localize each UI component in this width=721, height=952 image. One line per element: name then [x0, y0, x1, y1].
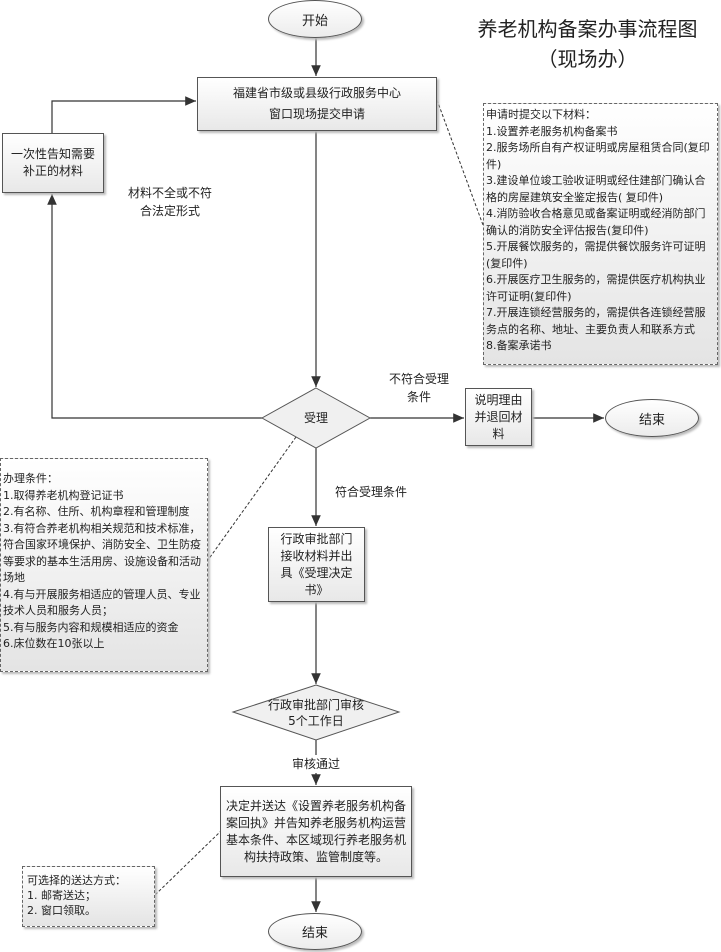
list-item: 4.消防验收合格意见或备案证明或经消防部门确认的消防安全评估报告(复印件)	[486, 207, 706, 237]
callout-materials	[436, 99, 484, 226]
list-item: 5.有与服务内容和规模相适应的资金	[3, 620, 179, 634]
delivery-heading: 可选择的送达方式：	[27, 874, 126, 887]
decision-box: 决定并送达《设置养老服务机构备案回执》并告知养老服务机构运营基本条件、本区域现行…	[220, 786, 412, 877]
conditions-heading: 办理条件：	[3, 472, 58, 485]
start-node: 开始	[268, 0, 362, 38]
conditions-note: 办理条件： 1.取得养老机构登记证书 2.有名称、住所、机构章程和管理制度 3.有符…	[0, 458, 208, 672]
incomplete-label: 材料不全或不符合法定形式	[127, 186, 212, 218]
delivery-item: 2. 窗口领取。	[27, 904, 96, 917]
list-item: 1.取得养老机构登记证书	[3, 488, 124, 502]
list-item: 6.床位数在10张以上	[3, 637, 105, 650]
end-node-1: 结束	[605, 399, 699, 437]
reject-label: 不符合受理条件	[388, 372, 449, 404]
correction-box: 一次性告知需要补正的材料	[2, 133, 104, 193]
list-item: 2.有名称、住所、机构章程和管理制度	[3, 505, 190, 518]
list-item: 5.开展餐饮服务的，需提供餐饮服务许可证明(复印件)	[486, 240, 706, 270]
list-item: 7.开展连锁经营服务的，需提供各连锁经营服务点的名称、地址、主要负责人和联系方式	[486, 306, 706, 336]
list-item: 6.开展医疗卫生服务的，需提供医疗机构执业许可证明(复印件)	[486, 273, 706, 303]
review-line1: 行政审批部门审核	[267, 697, 364, 712]
title-line1: 养老机构备案办事流程图	[477, 17, 698, 41]
accept-diamond	[260, 387, 372, 449]
delivery-note: 可选择的送达方式： 1. 邮寄送达； 2. 窗口领取。	[22, 866, 155, 927]
list-item: 8.备案承诺书	[486, 339, 552, 352]
arrow-correction-submit	[51, 96, 196, 133]
arrow-accept-correction	[47, 194, 262, 419]
list-item: 4.有与开展服务相适应的管理人员、专业技术人员和服务人员；	[3, 587, 201, 618]
materials-note: 申请时提交以下材料： 1.设置养老服务机构备案书 2.服务场所自有产权证明或房屋租…	[483, 103, 718, 365]
reject-box: 说明理由并退回材料	[465, 388, 532, 446]
callout-conditions	[207, 436, 297, 561]
pass-label: 审核通过	[286, 755, 346, 773]
list-item: 2.服务场所自有产权证明或房屋租赁合同(复印件)	[486, 141, 710, 171]
receive-box: 行政审批部门接收材料并出具《受理决定书》	[268, 527, 365, 602]
title-line2: （现场办）	[537, 47, 638, 71]
page-title: 养老机构备案办事流程图 （现场办）	[455, 14, 720, 74]
callout-delivery	[154, 829, 223, 896]
review-diamond	[231, 684, 401, 741]
end-node-2: 结束	[268, 913, 362, 950]
materials-heading: 申请时提交以下材料：	[486, 108, 596, 121]
accept-label: 受理	[303, 411, 328, 425]
delivery-item: 1. 邮寄送达；	[27, 889, 96, 902]
submit-box: 福建省市级或县级行政服务中心窗口现场提交申请	[197, 77, 437, 131]
submit-line2: 窗口现场提交申请	[268, 107, 365, 121]
submit-line1: 福建省市级或县级行政服务中心	[232, 86, 401, 100]
accept-condition-label: 符合受理条件	[334, 485, 407, 499]
list-item: 3.有符合养老机构相关规范和技术标准，符合国家环境保护、消防安全、卫生防疫等要求…	[3, 521, 201, 585]
list-item: 3.建设单位竣工验收证明或经住建部门确认合格的房屋建筑安全鉴定报告( 复印件)	[486, 174, 706, 204]
review-line2: 5个工作日	[288, 713, 344, 728]
list-item: 1.设置养老服务机构备案书	[486, 124, 618, 138]
